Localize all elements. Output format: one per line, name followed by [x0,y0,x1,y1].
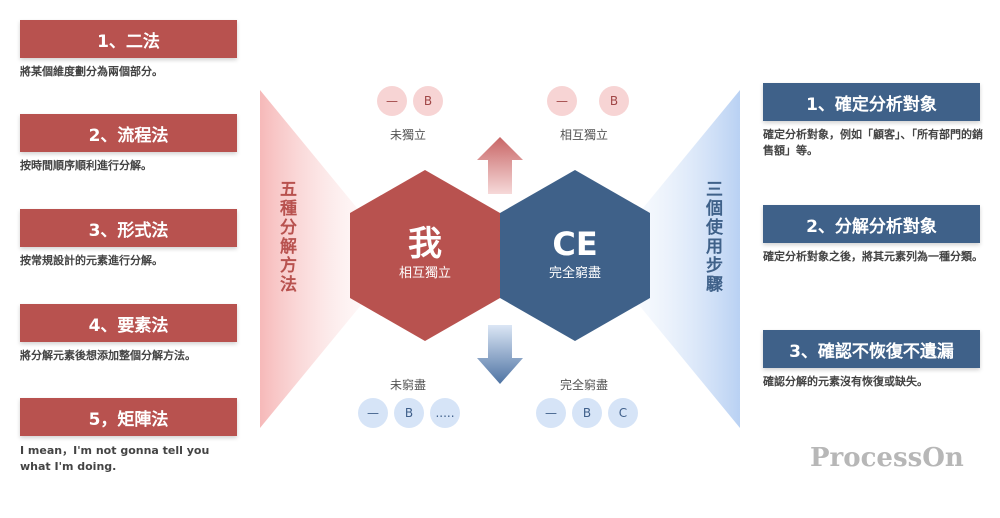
circle-bl-1: — [358,398,388,428]
arrow-up [477,137,523,194]
step-1-desc: 確定分析對象，例如「顧客」、「所有部門的銷售額」等。 [763,128,983,157]
watermark-logo: ProcessOn [810,443,964,473]
circle-tr-1: — [547,86,577,116]
step-2-desc: 確定分析對象之後，將其元素列為一種分類。 [763,250,983,263]
hex-right-text: CE 完全窮盡 [520,224,630,284]
step-3-desc: 確認分解的元素沒有恢復或缺失。 [763,375,928,388]
label-bottom-left: 未窮盡 [390,378,427,392]
step-1-bar: 1、確定分析對象 [763,83,980,121]
step-2-bar: 2、分解分析對象 [763,205,980,243]
circle-tr-2: B [599,86,629,116]
method-4-bar: 4、要素法 [20,304,237,342]
right-funnel [620,90,740,428]
circle-br-3: C [608,398,638,428]
circle-br-2: B [572,398,602,428]
step-3-bar: 3、確認不恢復不遺漏 [763,330,980,368]
left-funnel [260,90,380,428]
circle-tl-1: — [377,86,407,116]
hex-left-text: 我 相互獨立 [370,224,480,284]
arrow-down [477,325,523,384]
hex-left-small: 相互獨立 [398,266,451,281]
method-2-bar: 2、流程法 [20,114,237,152]
circle-bl-3: ..... [430,398,460,428]
circle-bl-2: B [394,398,424,428]
circle-br-1: — [536,398,566,428]
right-vertical-caption: 三個使用步驟 [702,180,722,294]
method-5-bar: 5，矩陣法 [20,398,237,436]
method-5-desc: I mean，I'm not gonna tell you what I'm d… [20,444,210,473]
hex-right-big: CE [552,225,598,263]
circle-tl-2: B [413,86,443,116]
hex-right-small: 完全窮盡 [548,266,601,281]
hex-left [350,170,500,341]
hex-right [500,170,650,341]
method-1-bar: 1、二法 [20,20,237,58]
method-2-desc: 按時間順序順利進行分解。 [20,159,152,172]
method-3-desc: 按常規設計的元素進行分解。 [20,254,163,267]
label-top-left: 未獨立 [390,128,427,142]
label-bottom-right: 完全窮盡 [560,378,609,392]
label-top-right: 相互獨立 [560,128,609,142]
hex-left-big: 我 [408,224,442,264]
method-3-bar: 3、形式法 [20,209,237,247]
left-vertical-caption: 五種分解方法 [276,180,296,294]
method-1-desc: 將某個維度劃分為兩個部分。 [20,65,163,78]
method-4-desc: 將分解元素後想添加整個分解方法。 [20,349,196,362]
